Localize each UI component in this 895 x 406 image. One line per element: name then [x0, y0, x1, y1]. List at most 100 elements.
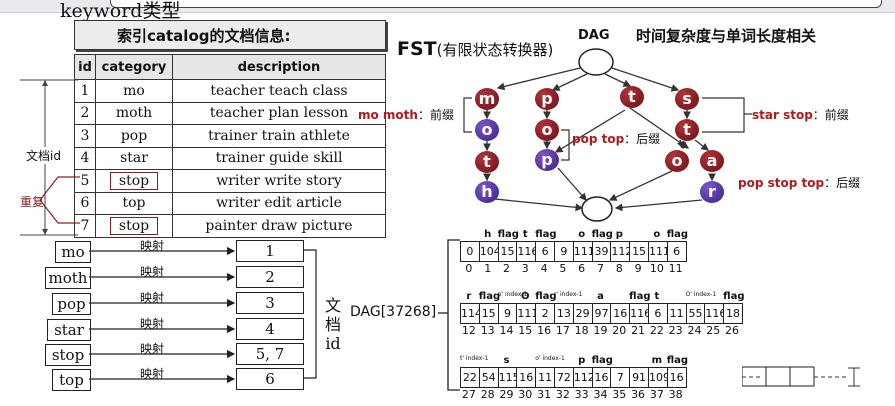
fst-node-a: a	[700, 150, 724, 172]
dag-cell-label	[704, 291, 722, 302]
dag-cell-label: flag	[535, 229, 557, 240]
dag-cell: 6	[666, 241, 687, 262]
dag-cell: 16	[516, 367, 537, 388]
dag-index: 3	[521, 262, 529, 275]
doc-id-group-label: 文 档 id	[322, 296, 344, 353]
dag-index: 14	[499, 324, 514, 337]
dag-index: 13	[480, 324, 495, 337]
dag-index: 0	[465, 262, 473, 275]
dag-index: 10	[649, 262, 664, 275]
map-doc-id: 4	[236, 318, 304, 340]
dag-cell: 109	[647, 367, 670, 388]
note-kind: ：前缀	[812, 108, 849, 122]
dag-cell: 15	[497, 241, 518, 262]
dag-array-label: DAG[37268]	[350, 304, 437, 320]
stop-highlight: stop	[109, 171, 159, 190]
fst-node-p: p	[535, 149, 559, 171]
dag-cell-label: flag	[591, 355, 613, 366]
dag-cell-label: o	[653, 229, 661, 240]
dag-cell-label: a	[597, 291, 604, 302]
dag-cell-label	[610, 355, 628, 366]
dag-cell-label: flag	[723, 291, 745, 302]
mapping-arrows	[89, 246, 236, 384]
dag-index: 24	[687, 324, 702, 337]
col-category: category	[95, 54, 173, 80]
dag-cell: 22	[460, 367, 480, 388]
dag-cell: 18	[723, 303, 743, 324]
dag-cell: 9	[497, 303, 518, 324]
dag-array-brace	[438, 239, 460, 391]
fst-node-m: m	[475, 88, 499, 110]
dag-cell: 112	[610, 241, 632, 262]
fst-abbr: FST	[397, 38, 437, 60]
fst-node-t: t	[675, 119, 699, 141]
dag-index: 2	[502, 262, 510, 275]
keyword-type-label: keyword类型	[60, 0, 181, 22]
map-keyword: top	[52, 369, 91, 391]
dag-cell: 114	[460, 303, 482, 324]
dag-cell: 91	[629, 367, 649, 388]
fst-edges	[483, 48, 716, 222]
dag-cell: 9	[553, 241, 574, 262]
map-label: 映射	[140, 265, 165, 279]
dag-index: 25	[706, 324, 721, 337]
dag-row-2-continuation	[742, 366, 860, 387]
dag-index: 15	[518, 324, 533, 337]
note-words: star stop	[752, 108, 813, 122]
map-label: 映射	[140, 291, 165, 305]
dag-index: 7	[596, 262, 604, 275]
dag-cell-label: t' index-1	[460, 355, 489, 362]
doc-id-label: 文档id	[26, 147, 61, 164]
note-words: pop stop top	[738, 176, 825, 190]
fst-node-h: h	[475, 181, 499, 203]
id-group-bracket	[304, 249, 317, 379]
note-pop-top: pop top：后缀	[572, 130, 660, 147]
dag-cell-label: flag	[497, 229, 519, 240]
cell-category: stop	[95, 214, 173, 238]
dag-index: 18	[574, 324, 589, 337]
map-label: 映射	[140, 367, 165, 381]
dag-cell-label: h	[484, 229, 492, 240]
dag-index: 26	[725, 324, 740, 337]
cell-category: mo	[95, 79, 173, 103]
dag-cell-label: t	[654, 291, 660, 302]
note-words: mo moth	[358, 108, 418, 122]
map-label: 映射	[140, 342, 165, 356]
dag-cell-label	[460, 229, 478, 240]
dag-cell-label: O' index-1	[685, 291, 717, 298]
group-char: 文	[324, 296, 341, 315]
cell-description: teacher plan lesson	[172, 101, 386, 125]
dag-index: 30	[518, 388, 533, 401]
dag-index: 12	[461, 324, 476, 337]
dag-cell: 11	[666, 303, 687, 324]
dag-index: 1	[484, 262, 492, 275]
dag-cell: 15	[629, 241, 649, 262]
dag-cell: 72	[553, 367, 574, 388]
dag-cell: 0	[460, 241, 480, 262]
dag-cell-label	[629, 355, 647, 366]
map-label: 映射	[140, 239, 165, 253]
dag-index: 28	[480, 388, 495, 401]
note-pop-top-brace	[561, 129, 570, 161]
dag-index: 35	[612, 388, 627, 401]
dag-index: 23	[668, 324, 683, 337]
dag-cell: 13	[553, 303, 574, 324]
dag-cell: 6	[647, 303, 668, 324]
group-char: id	[325, 334, 341, 353]
dag-cell: 7	[610, 367, 631, 388]
map-doc-id: 2	[236, 266, 304, 288]
dag-cell: 11	[535, 367, 555, 388]
dag-cell-label: o	[578, 229, 586, 240]
dag-index: 22	[649, 324, 664, 337]
dag-cell: 15	[478, 303, 499, 324]
fst-node-s: s	[675, 88, 699, 110]
dag-cell: 39	[591, 241, 612, 262]
dag-cell-label	[554, 355, 572, 366]
dag-index: 19	[593, 324, 608, 337]
dag-cell-label: r' index-1	[553, 291, 583, 298]
dag-index: 20	[612, 324, 627, 337]
